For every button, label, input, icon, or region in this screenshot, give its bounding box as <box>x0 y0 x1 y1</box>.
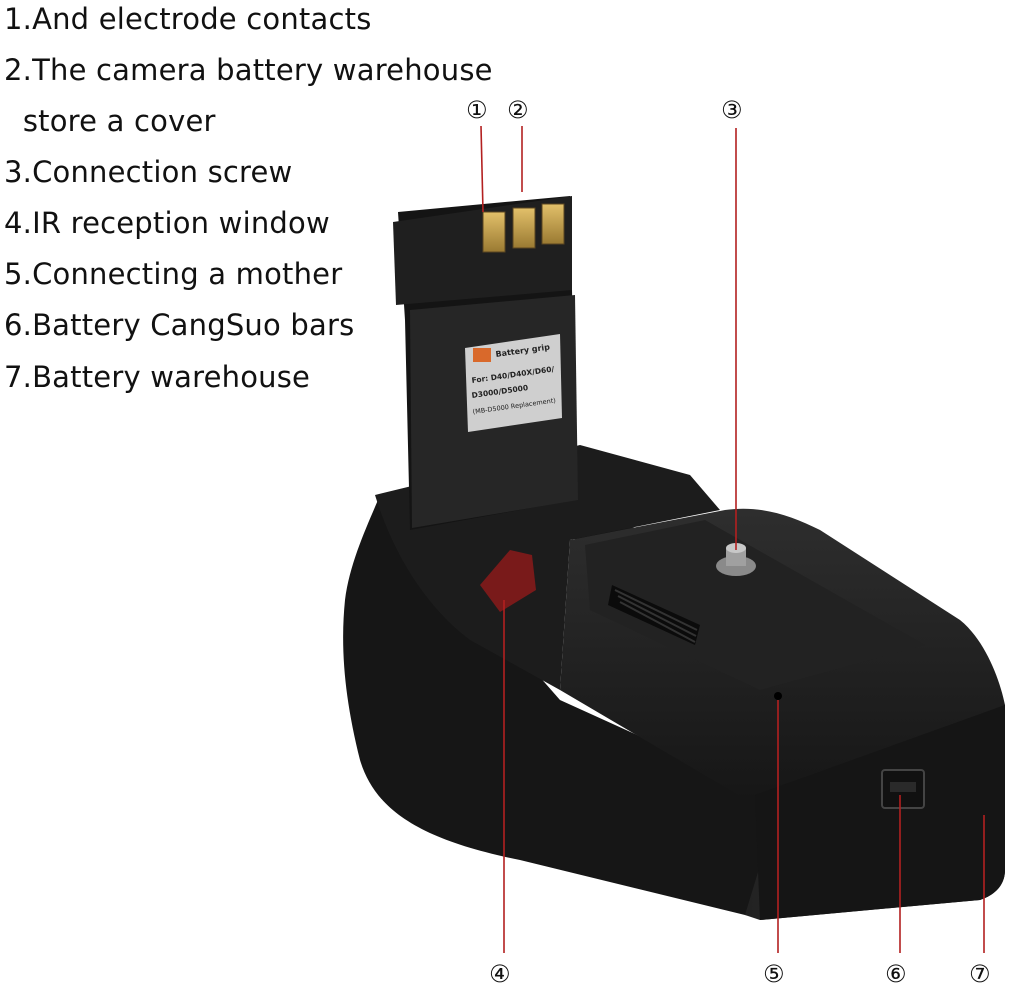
legend-item-3: 3.Connection screw <box>4 155 293 189</box>
electrode-contacts <box>482 203 565 253</box>
callout-1: ① <box>466 96 488 124</box>
ir-reception-window <box>480 550 536 612</box>
legend-item-1: 1.And electrode contacts <box>4 2 372 36</box>
callouts: ① ② ③ ④ ⑤ ⑥ ⑦ <box>466 96 991 988</box>
callout-6: ⑥ <box>885 960 907 988</box>
legend-item-4: 4.IR reception window <box>4 206 330 240</box>
callout-7: ⑦ <box>969 960 991 988</box>
leader-lines <box>480 125 985 953</box>
battery-latch <box>881 769 925 809</box>
leader-line-1 <box>480 125 484 213</box>
product-label: Battery grip For: D40/D40X/D60/ D3000/D5… <box>465 334 562 432</box>
control-wheel <box>608 585 700 645</box>
callout-4: ④ <box>489 960 511 988</box>
legend-item-5: 5.Connecting a mother <box>4 257 343 291</box>
legend-item-2: 2.The camera battery warehouse <box>4 53 493 87</box>
callout-5: ⑤ <box>763 960 785 988</box>
connection-screw <box>716 543 756 576</box>
legend-item-6: 6.Battery CangSuo bars <box>4 308 355 342</box>
legend-item-2-cont: store a cover <box>4 104 216 138</box>
callout-2: ② <box>507 96 529 124</box>
legend-item-7: 7.Battery warehouse <box>4 360 311 394</box>
callout-3: ③ <box>721 96 743 124</box>
connector-hole <box>774 692 782 700</box>
